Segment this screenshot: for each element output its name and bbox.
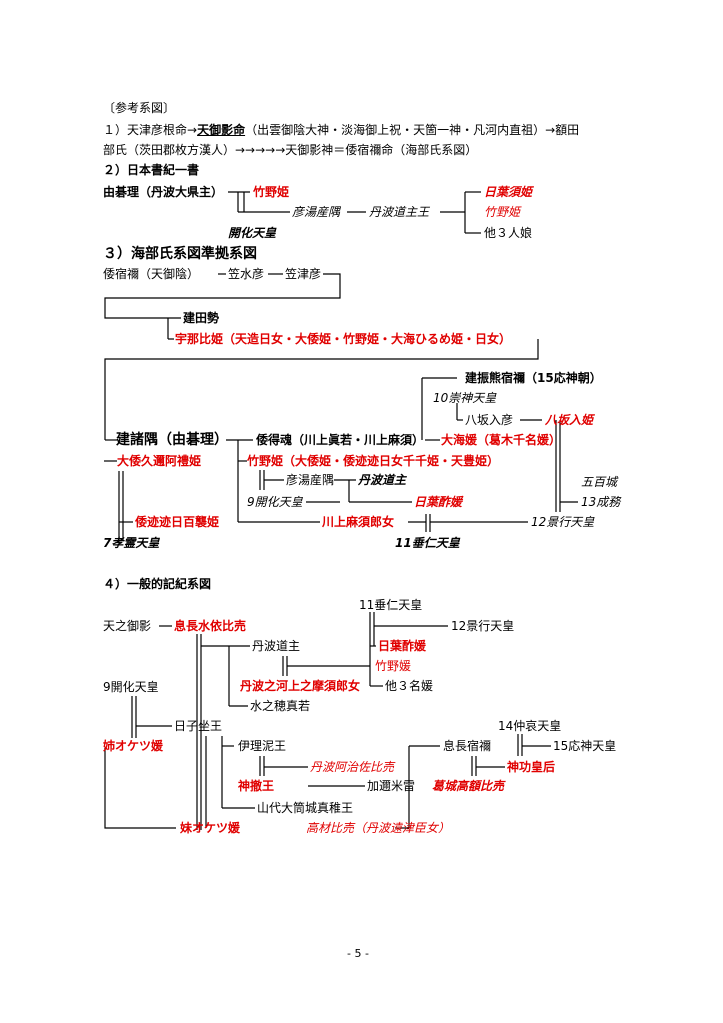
line1: １）天津彦根命→天御影命（出雲御陰大神・淡海御上祝・天箇一神・凡河内直祖）→額田 (103, 123, 579, 137)
s4-iribiko: 伊理泥王 (238, 739, 287, 753)
s4-mizunoho: 水之穂真若 (250, 699, 311, 713)
s4-takeno: 竹野媛 (375, 659, 412, 673)
s3-seimu: 13成務 (581, 495, 621, 509)
s3-tanba-michinushi: 丹波道主 (358, 473, 407, 487)
s4-tanba-achi: 丹波阿治佐比売 (310, 760, 395, 774)
s3-kawakami: 川上麻須郎女 (322, 515, 395, 529)
s3-yamato: 倭宿禰（天御陰） (103, 267, 200, 281)
s3-suinin11: 11垂仁天皇 (395, 536, 460, 550)
s2-hikoyumusumi: 彦湯産隅 (292, 205, 341, 219)
s3-sujin: 10崇神天皇 (433, 391, 497, 405)
s4-hibasu: 日葉酢媛 (378, 639, 427, 653)
s3-ooyamato-kuni: 大倭久邇阿禮姫 (117, 454, 202, 468)
s2-tanba-michi: 丹波道主王 (369, 205, 430, 219)
s4-imooketsu: 妹オケツ媛 (180, 821, 241, 835)
reference-title: 〔参考系図〕 (103, 101, 176, 115)
s4-jingu: 神功皇后 (507, 760, 556, 774)
s3-hikoyu: 彦湯産隅 (286, 473, 335, 487)
s2-kaika: 開化天皇 (228, 226, 277, 240)
s4-okinaga-sukune: 息長宿禰 (443, 739, 492, 753)
section3-title: ３）海部氏系図準拠系図 (103, 246, 257, 262)
s4-suinin: 11垂仁天皇 (359, 598, 423, 612)
line2: 部氏（茨田郡枚方漢人）→→→→→天御影神＝倭宿禰命（海部氏系図） (103, 143, 478, 157)
s4-hoka3: 他３名媛 (385, 679, 434, 693)
s4-chuai: 14仲哀天皇 (498, 719, 562, 733)
s2-yuki: 由碁理（丹波大県主） (103, 185, 224, 199)
s3-ooamahime: 大海媛（葛木千名媛） (441, 433, 562, 447)
s3-iohiki: 五百城 (581, 475, 618, 489)
s3-keiko12: 12景行天皇 (531, 515, 595, 529)
s3-kaika9: 9開化天皇 (247, 495, 303, 509)
s3-takedakatsu: 建田勢 (183, 311, 220, 325)
s4-aneoketsu: 姉オケツ媛 (103, 739, 164, 753)
s4-tanba-kawakami: 丹波之河上之摩須郎女 (240, 679, 361, 693)
s4-ojin: 15応神天皇 (553, 739, 617, 753)
page-number: - 5 - (347, 947, 369, 960)
s4-katsuragi: 葛城高額比売 (432, 779, 505, 793)
s4-keiko: 12景行天皇 (451, 619, 515, 633)
s2-takenohime: 竹野姫 (484, 205, 521, 219)
s3-yamatoto: 倭迹迹日百襲姫 (135, 515, 220, 529)
section4-title: ４）一般的記紀系図 (103, 577, 212, 591)
s4-hikoimasu: 日子坐王 (174, 719, 223, 733)
s4-okinaga: 息長水依比売 (174, 619, 247, 633)
s3-uzuhime: 宇那比姫（天造日女・大倭姫・竹野姫・大海ひるめ姫・日女） (175, 332, 512, 346)
s4-tanba: 丹波道主 (252, 639, 301, 653)
s4-kaika: 9開化天皇 (103, 680, 159, 694)
s3-takeno-full: 竹野姫（大倭姫・倭迹迹日女千千姫・天豊姫） (247, 454, 500, 468)
s3-yamatoere: 倭得魂（川上眞若・川上麻須） (256, 433, 425, 447)
s4-kamunara: 神撤王 (238, 779, 275, 793)
s2-takeno: 竹野姫 (253, 185, 290, 199)
s3-hibasu2: 日葉酢媛 (414, 495, 463, 509)
s3-kasatsu: 笠津彦 (285, 267, 322, 281)
s4-yamashiro: 山代大筒城真稚王 (257, 801, 354, 815)
s3-yasaka-hime: 八坂入姫 (545, 413, 594, 427)
s4-kaname: 加邇米雷 (367, 779, 416, 793)
s3-yasaka-hiko: 八坂入彦 (465, 413, 514, 427)
section2-title: ２）日本書紀一書 (103, 163, 200, 177)
s3-takefuru: 建振熊宿禰（15応神朝） (465, 371, 602, 385)
s2-hibasu: 日葉須姫 (484, 185, 533, 199)
s2-hoka3: 他３人娘 (484, 226, 533, 240)
s3-kasamizu: 笠水彦 (228, 267, 265, 281)
line1-post: （出雲御陰大神・淡海御上祝・天箇一神・凡河内直祖）→額田 (245, 123, 580, 137)
s4-amanomikage: 天之御影 (103, 619, 152, 633)
line1-pre: １）天津彦根命→ (103, 123, 198, 137)
s3-korei7: 7孝霊天皇 (103, 536, 160, 550)
s3-takemoroi: 建諸隅（由碁理） (116, 432, 228, 448)
amanomikage-name: 天御影命 (197, 123, 246, 137)
s4-takanuka: 高材比売（丹波遠津臣女） (306, 821, 451, 835)
